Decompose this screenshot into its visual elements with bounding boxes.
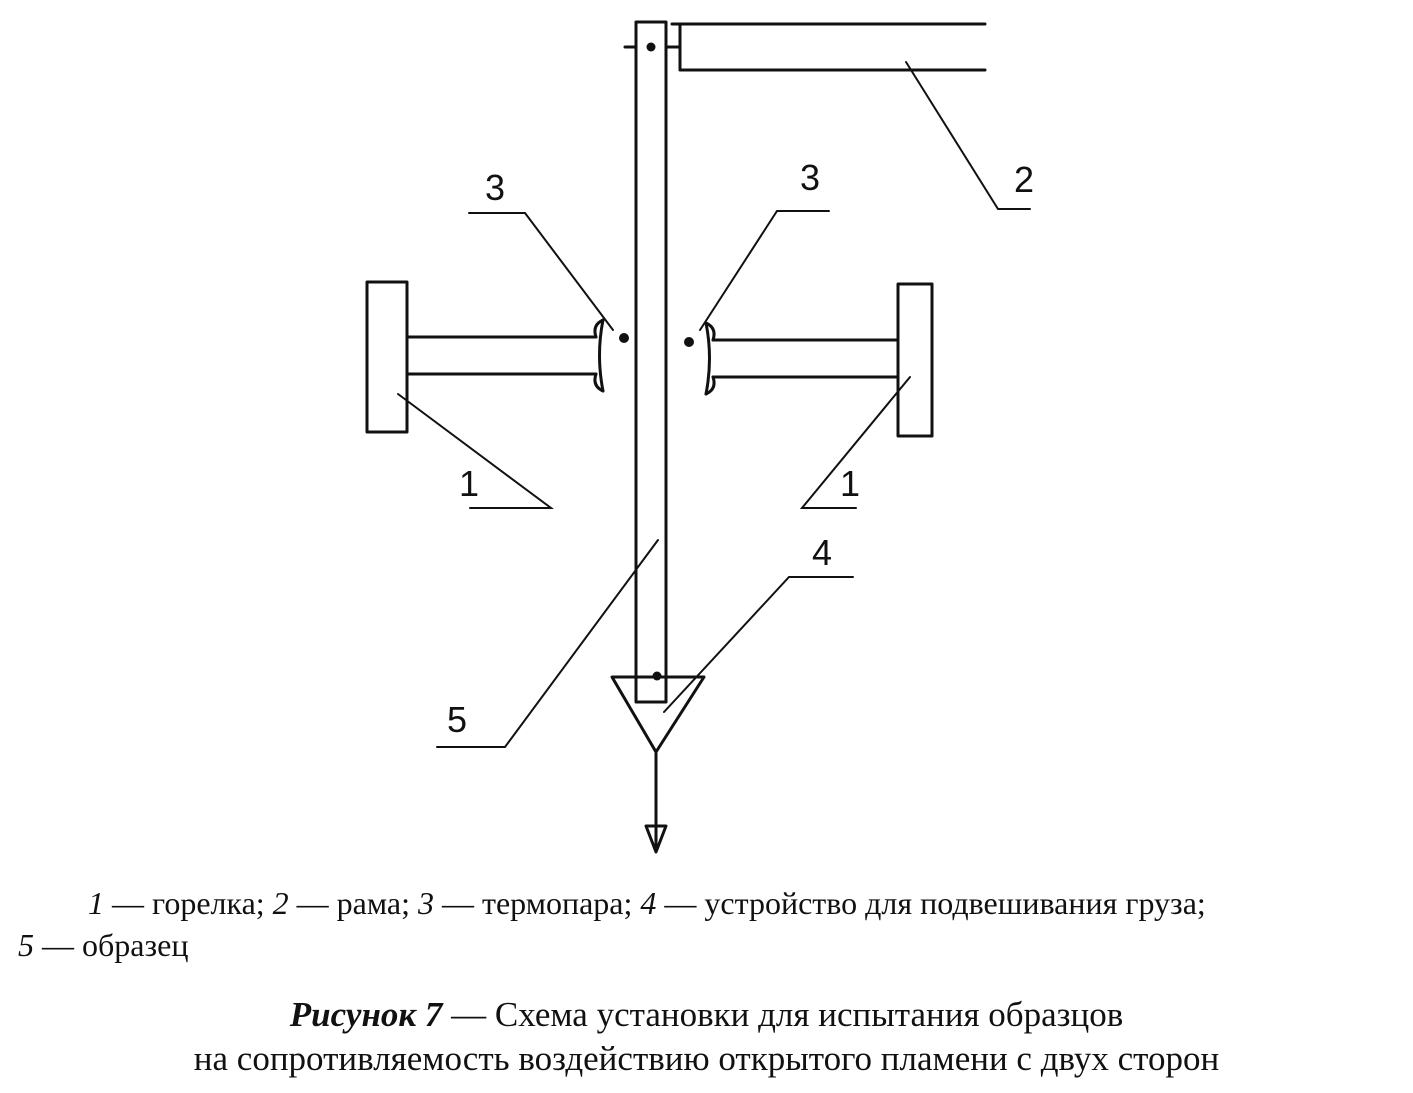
burner-left <box>365 280 605 434</box>
callout-3-right: 3 <box>800 157 820 198</box>
figure-label: Рисунок 7 <box>289 995 443 1034</box>
thermocouple-right <box>684 337 694 347</box>
legend-text-5: — образец <box>34 927 189 963</box>
legend-line-2: 5 — образец <box>18 924 1398 966</box>
frame <box>623 22 987 72</box>
legend-text-3: — термопара; <box>433 885 641 921</box>
callout-3-left: 3 <box>485 167 505 208</box>
legend-text-4: — устройство для подвешивания груза; <box>656 885 1206 921</box>
figure-title-part-1: — Схема установки для испытания образцов <box>442 995 1124 1034</box>
weight-hanger <box>610 671 706 854</box>
figure-title-part-2: на сопротивляемость воздействию открытог… <box>193 1039 1220 1078</box>
leader-lines <box>397 61 1031 748</box>
legend-text-2: — рама; <box>288 885 418 921</box>
legend-key-2: 2 <box>272 885 289 921</box>
figure-caption-line-2: на сопротивляемость воздействию открытог… <box>0 1038 1413 1080</box>
burner-right <box>704 282 934 438</box>
legend-line-1: 1 — горелка; 2 — рама; 3 — термопара; 4 … <box>88 882 1413 924</box>
callout-5: 5 <box>447 699 467 740</box>
legend-key-4: 4 <box>640 885 657 921</box>
legend-key-3: 3 <box>417 885 434 921</box>
specimen <box>634 20 668 704</box>
legend-key-1: 1 <box>88 885 104 921</box>
callout-1-left: 1 <box>459 463 479 504</box>
legend-key-5: 5 <box>18 927 34 963</box>
callout-2: 2 <box>1014 159 1034 200</box>
callout-1-right: 1 <box>840 463 860 504</box>
callout-4: 4 <box>812 532 832 573</box>
legend-text-1: — горелка; <box>104 885 273 921</box>
figure-caption-line-1: Рисунок 7 — Схема установки для испытани… <box>0 994 1413 1036</box>
thermocouple-left <box>619 333 629 343</box>
test-setup-diagram: 2 3 3 1 1 4 5 <box>365 20 1034 854</box>
